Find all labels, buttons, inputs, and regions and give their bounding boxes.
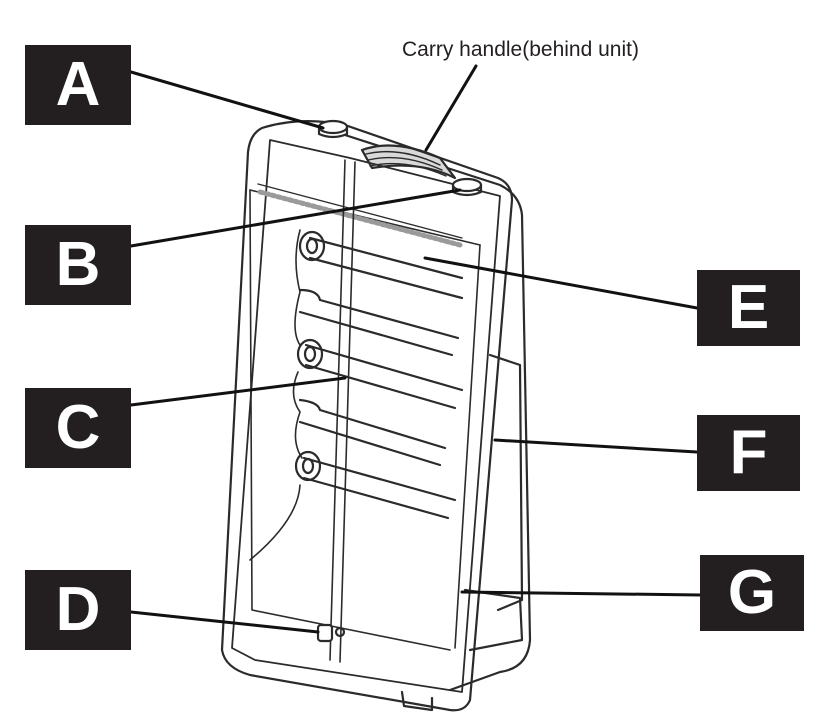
leader-lines <box>129 64 702 634</box>
leader-line-a <box>129 70 325 130</box>
callout-label-e: E <box>697 270 800 346</box>
center-support <box>329 159 356 663</box>
callout-label-g: G <box>700 555 804 631</box>
leader-line-e <box>423 256 699 310</box>
callout-label-b: B <box>25 225 131 305</box>
heater-rear-housing <box>343 133 532 692</box>
leader-line-f <box>493 438 699 454</box>
carry-handle-caption: Carry handle(behind unit) <box>402 38 639 61</box>
callout-label-f: F <box>697 415 800 491</box>
leader-line-b <box>129 188 462 248</box>
leader-line-d <box>129 610 320 634</box>
leader-line-c <box>129 376 347 407</box>
leader-line-handle <box>424 64 478 152</box>
callout-label-d: D <box>25 570 131 650</box>
carry-handle <box>360 144 457 180</box>
heating-elements <box>249 229 464 561</box>
callout-label-c: C <box>25 388 131 468</box>
leader-line-g <box>460 590 702 597</box>
front-frame <box>220 120 514 712</box>
top-grille <box>257 183 463 248</box>
callout-label-a: A <box>25 45 131 125</box>
